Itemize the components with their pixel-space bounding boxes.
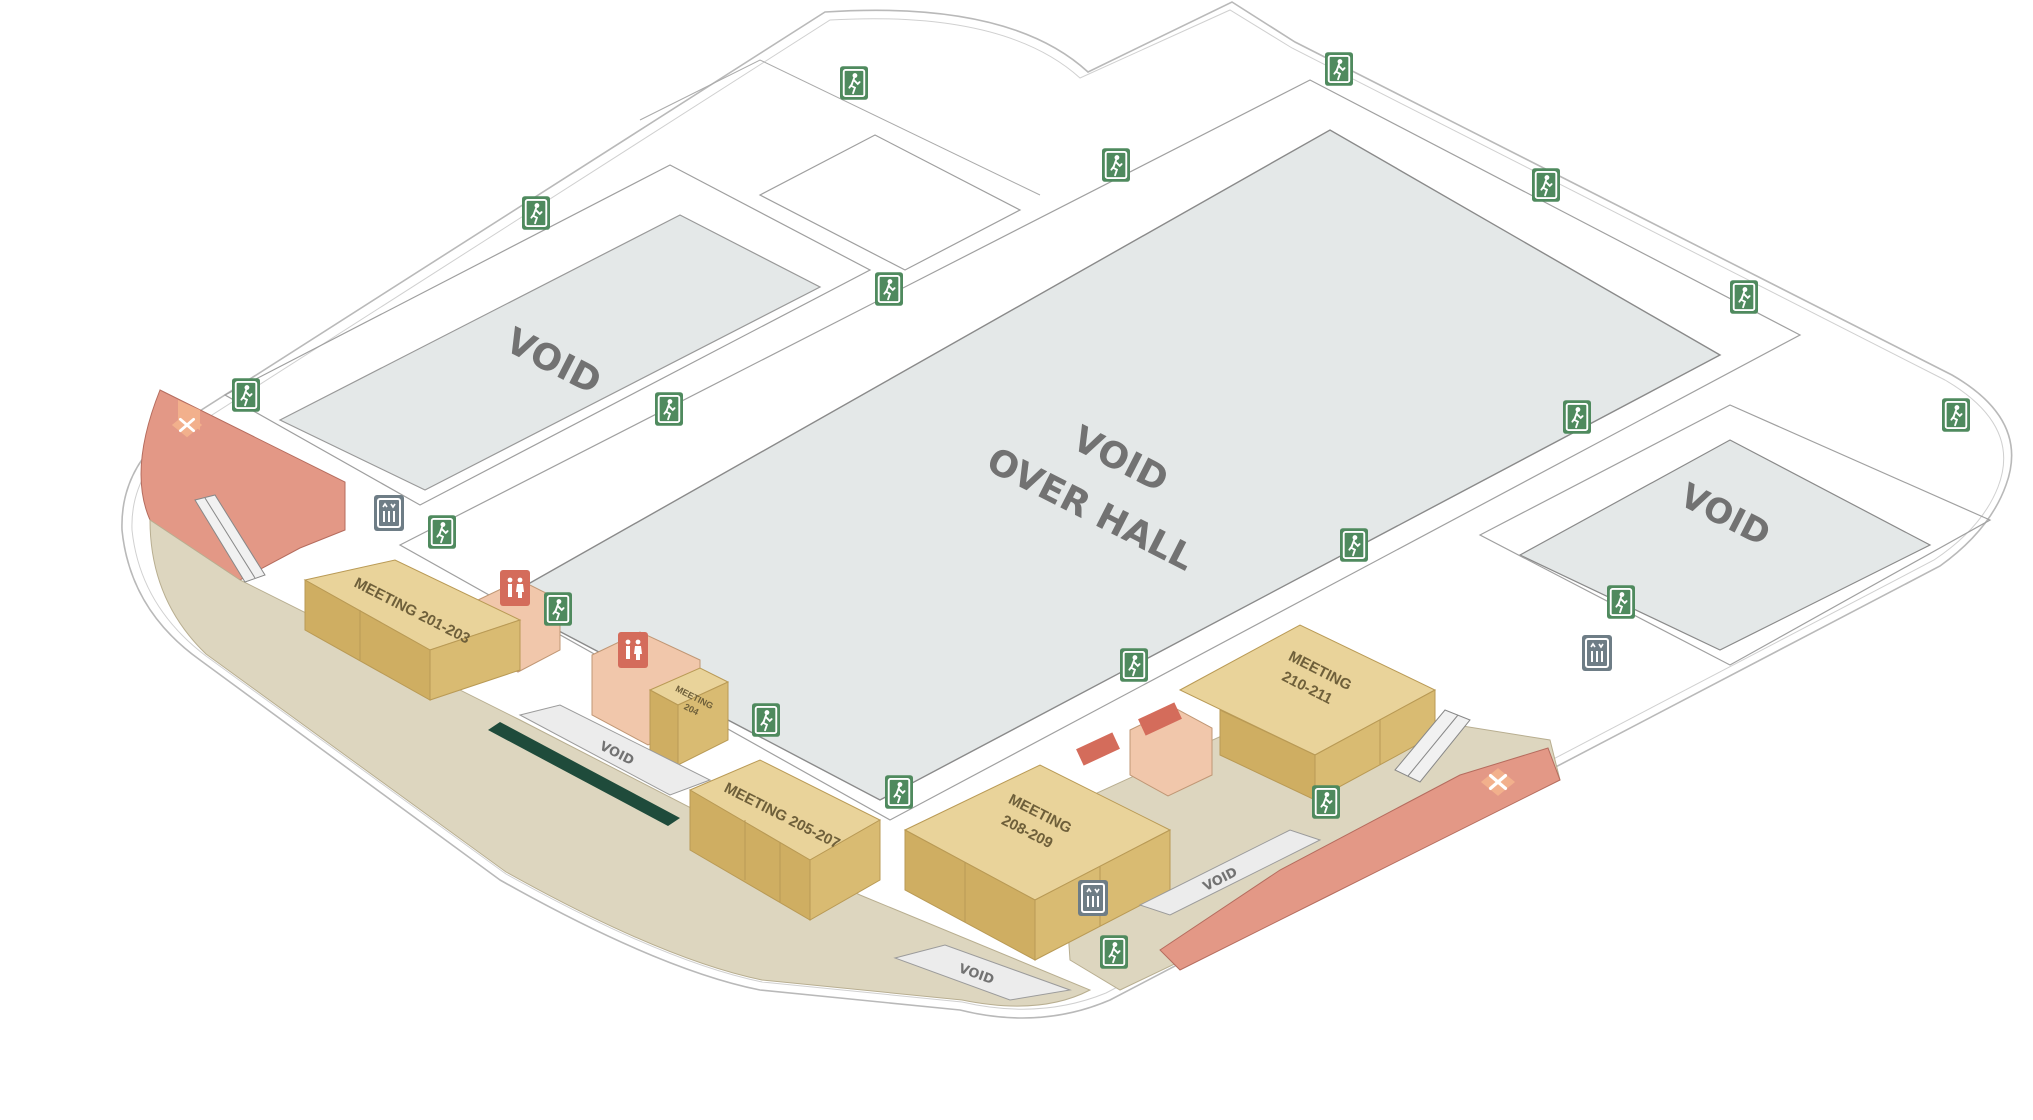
exit-icon-2 xyxy=(1325,52,1353,86)
exit-icon-1 xyxy=(840,66,868,100)
exit-icon-20 xyxy=(1100,935,1128,969)
exit-icon-17 xyxy=(1607,585,1635,619)
exit-icon-18 xyxy=(885,775,913,809)
meeting-room-205-207: MEETING 205-207 xyxy=(688,759,882,921)
exit-icon-16 xyxy=(1563,400,1591,434)
meeting-room-204: MEETING 204 xyxy=(648,667,730,766)
restaurant-zone-left xyxy=(140,389,346,581)
restroom-block-3 xyxy=(1076,702,1213,797)
exit-icon-14 xyxy=(1120,648,1148,682)
elevator-icon-3 xyxy=(1078,880,1108,916)
exit-icon-8 xyxy=(875,272,903,306)
glass-railing xyxy=(488,722,680,826)
exit-icon-15 xyxy=(1340,528,1368,562)
void-corridor-3: VOID xyxy=(893,944,1072,1001)
corridor-bottom-left xyxy=(149,519,1092,1007)
meeting-room-210-211: MEETING 210-211 xyxy=(1178,624,1437,801)
restroom-icon xyxy=(618,632,648,668)
room-top-middle xyxy=(758,134,1022,271)
exit-icon-9 xyxy=(655,392,683,426)
exit-icon-6 xyxy=(1942,398,1970,432)
escalator-right xyxy=(1394,709,1471,783)
escalator-left xyxy=(194,494,266,583)
exit-icon-13 xyxy=(752,703,780,737)
exit-icon-10 xyxy=(232,378,260,412)
exit-icon-19 xyxy=(1312,785,1340,819)
exit-icon-3 xyxy=(1102,148,1130,182)
exit-icon-11 xyxy=(428,515,456,549)
restroom-icon xyxy=(500,570,530,606)
void-corridor-1: VOID xyxy=(518,704,712,796)
exit-icon-4 xyxy=(1532,168,1560,202)
void-top-left xyxy=(278,214,822,491)
exit-icon-5 xyxy=(1730,280,1758,314)
exit-icon-7 xyxy=(522,196,550,230)
restaurant-zone-right xyxy=(1159,747,1561,971)
elevator-icon-2 xyxy=(1582,635,1612,671)
exit-icon-12 xyxy=(544,592,572,626)
meeting-room-201-203: MEETING 201-203 xyxy=(303,559,522,701)
elevator-icon-1 xyxy=(374,495,404,531)
